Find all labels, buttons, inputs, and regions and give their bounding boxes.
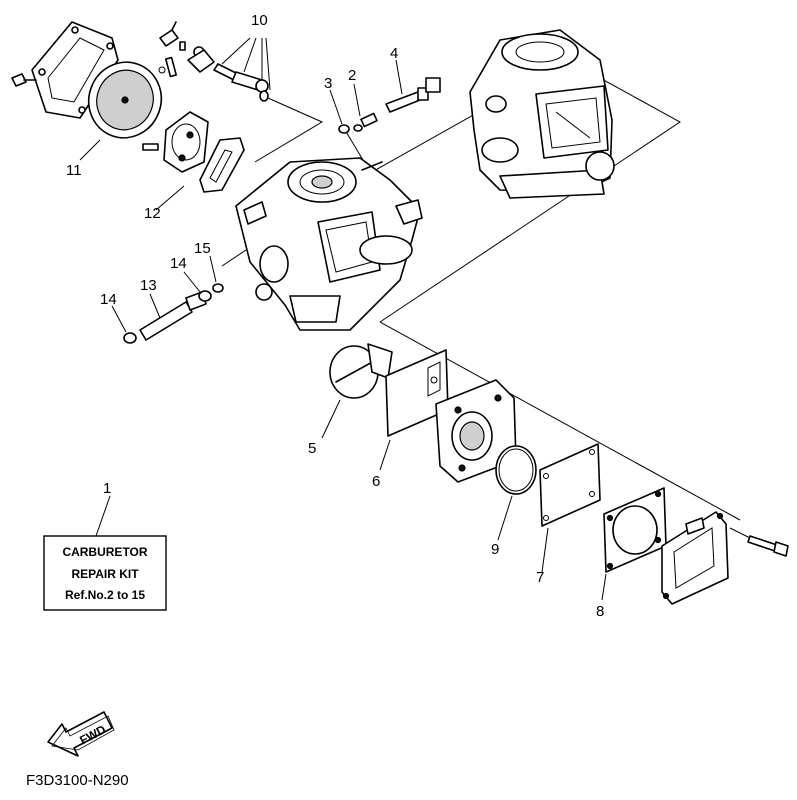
part-5-gasket bbox=[329, 343, 393, 399]
callout-13: 13 bbox=[140, 277, 157, 294]
callout-14-left: 14 bbox=[100, 291, 117, 308]
diagram-code: F3D3100-N290 bbox=[26, 772, 129, 789]
part-2-spring bbox=[353, 112, 378, 132]
leader-lines bbox=[79, 59, 607, 601]
callout-12: 12 bbox=[144, 205, 161, 222]
repair-kit-line-1: CARBURETOR bbox=[62, 545, 147, 559]
callout-10: 10 bbox=[251, 12, 268, 29]
callout-7: 7 bbox=[536, 569, 544, 586]
end-cover bbox=[661, 511, 729, 605]
part-10-needle-assembly bbox=[213, 37, 271, 102]
callout-8: 8 bbox=[596, 603, 604, 620]
cover-bolt bbox=[729, 527, 789, 557]
callout-14-right: 14 bbox=[170, 255, 187, 272]
callout-2: 2 bbox=[348, 67, 356, 84]
repair-kit-line-3: Ref.No.2 to 15 bbox=[65, 588, 145, 602]
callout-numbers: 1 2 3 4 5 6 7 8 9 10 11 12 13 14 14 15 bbox=[66, 12, 604, 620]
part-4-needle-screw bbox=[385, 77, 441, 113]
part-11-diaphragm bbox=[87, 61, 163, 139]
small-fittings bbox=[158, 21, 215, 78]
repair-kit-label-box: CARBURETOR REPAIR KIT Ref.No.2 to 15 bbox=[43, 535, 167, 611]
part-3-o-ring bbox=[338, 124, 350, 134]
repair-kit-line-2: REPAIR KIT bbox=[71, 567, 139, 581]
fwd-arrow-icon: FWD bbox=[47, 711, 115, 757]
callout-9: 9 bbox=[491, 541, 499, 558]
callout-5: 5 bbox=[308, 440, 316, 457]
callout-15: 15 bbox=[194, 240, 211, 257]
part-15-o-ring bbox=[212, 283, 224, 293]
carburetor-body-front bbox=[235, 157, 423, 331]
callout-6: 6 bbox=[372, 473, 380, 490]
callout-3: 3 bbox=[324, 75, 332, 92]
part-14-washer-left bbox=[123, 332, 137, 344]
callout-4: 4 bbox=[390, 45, 398, 62]
callout-11: 11 bbox=[66, 162, 82, 179]
part-14-spring-right bbox=[198, 290, 212, 302]
part-9-o-ring bbox=[495, 445, 537, 495]
carburetor-body-rear bbox=[469, 29, 615, 199]
part-12-gasket bbox=[199, 137, 245, 193]
part-13-pilot-screw bbox=[139, 291, 207, 341]
callout-1: 1 bbox=[103, 480, 111, 497]
part-12-pump-body bbox=[142, 111, 209, 173]
part-7-gasket-plate bbox=[539, 443, 601, 527]
pump-housing bbox=[435, 379, 517, 483]
part-8-flange-gasket bbox=[603, 487, 667, 573]
part-11-diaphragm-cover bbox=[11, 21, 119, 119]
